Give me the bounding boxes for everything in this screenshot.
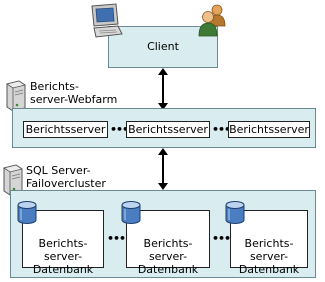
cluster-title: SQL Server- Failovercluster: [26, 164, 106, 190]
database-2-line1: Berichts-: [143, 237, 193, 250]
database-1-line3: Datenbank: [32, 263, 94, 276]
webfarm-title-line1: Berichts-: [30, 80, 79, 93]
database-icon: [17, 201, 37, 224]
report-server-3: Berichtsserver: [228, 121, 310, 138]
report-server-database-2: Berichts- server- Datenbank: [126, 210, 210, 276]
database-3-line3: Datenbank: [238, 263, 300, 276]
database-2-line3: Datenbank: [137, 263, 199, 276]
webfarm-title-line2: server-Webfarm: [30, 93, 118, 106]
webfarm-ellipsis-2: •••: [212, 123, 231, 136]
computer-icon: [91, 3, 123, 38]
report-server-1: Berichtsserver: [23, 121, 108, 138]
webfarm-title: Berichts- server-Webfarm: [30, 80, 117, 106]
cluster-title-line2: Failovercluster: [26, 177, 106, 190]
database-3-line1: Berichts-: [244, 237, 294, 250]
cluster-ellipsis-2: •••: [212, 232, 231, 245]
cluster-ellipsis-1: •••: [107, 232, 126, 245]
database-2-line2: server-: [148, 250, 188, 263]
webfarm-cluster-arrow: [158, 148, 168, 190]
client-label: Client: [147, 40, 179, 53]
database-icon: [225, 201, 245, 224]
database-icon: [121, 201, 141, 224]
users-icon: [198, 4, 226, 37]
database-1-line2: server-: [43, 250, 83, 263]
database-3-line2: server-: [249, 250, 289, 263]
database-1-line1: Berichts-: [38, 237, 88, 250]
report-server-database-1: Berichts- server- Datenbank: [22, 210, 104, 276]
client-webfarm-arrow: [158, 68, 168, 110]
cluster-title-line1: SQL Server-: [26, 164, 91, 177]
report-server-2: Berichtsserver: [126, 121, 210, 138]
webfarm-ellipsis-1: •••: [110, 123, 129, 136]
